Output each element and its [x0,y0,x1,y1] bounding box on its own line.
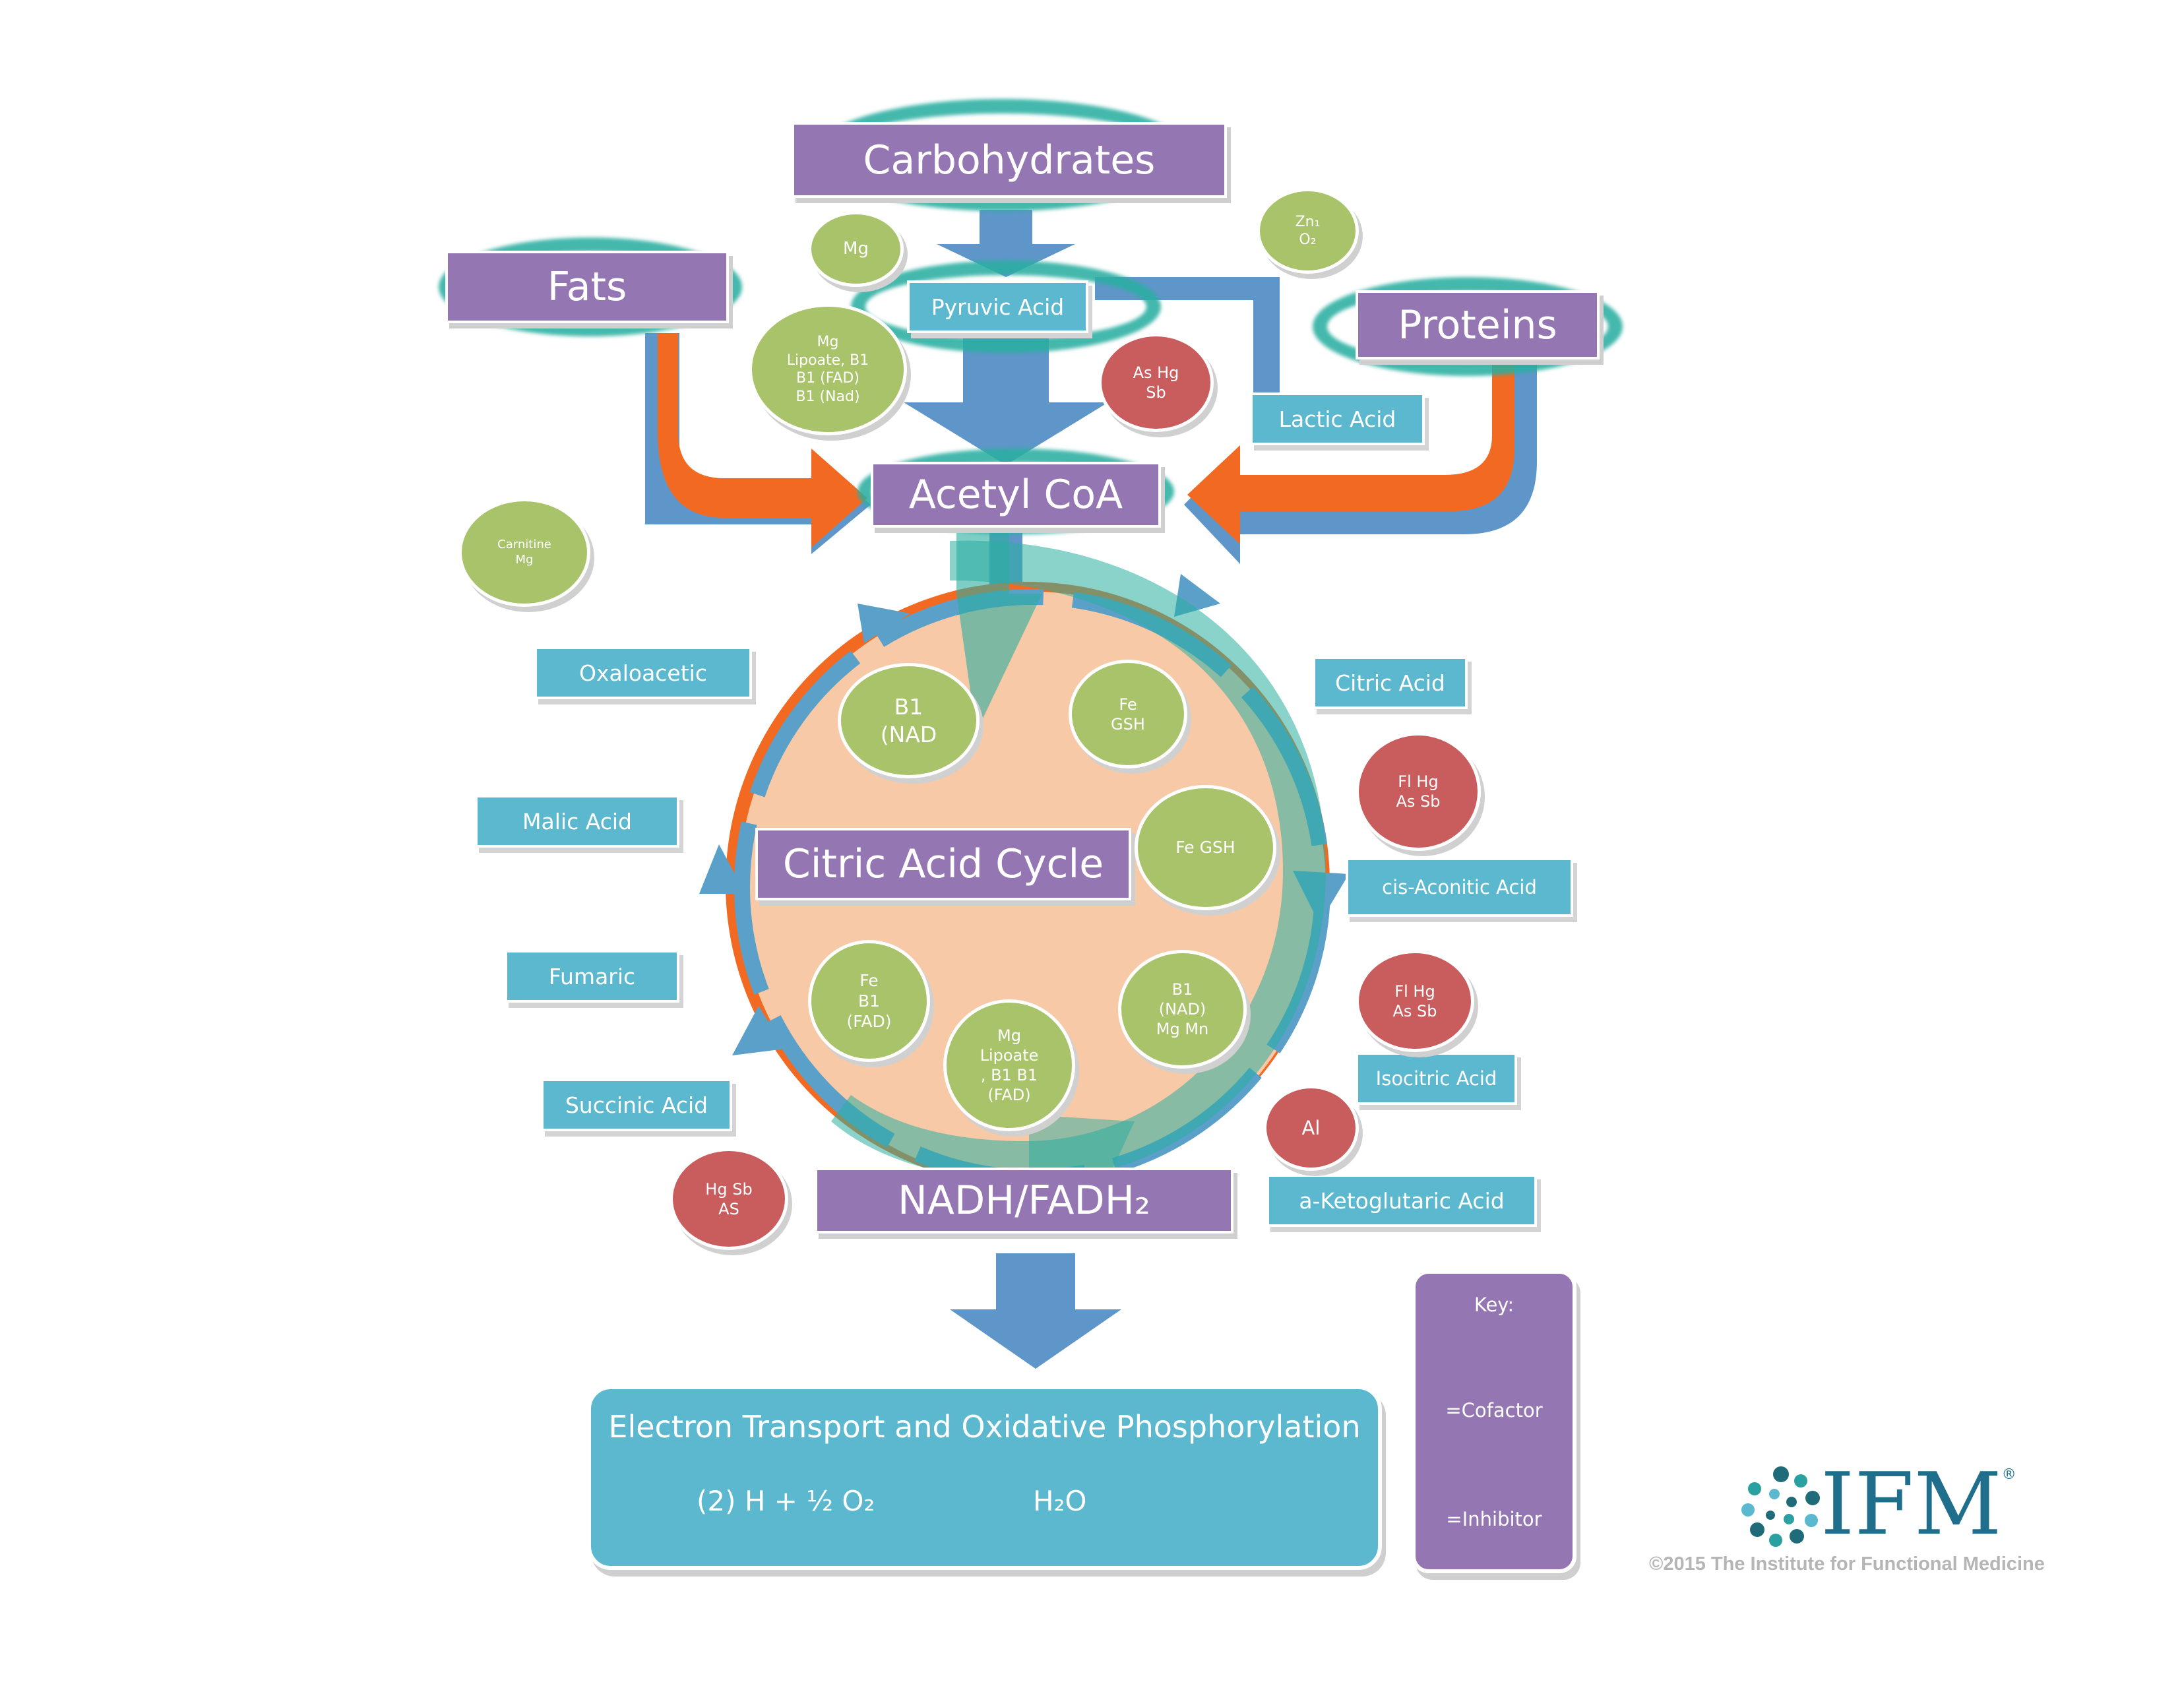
node-lactic-acid: Lactic Acid [1250,392,1425,445]
node-nadh-fadh2: NADH/FADH₂ [815,1168,1233,1234]
key-inhibitor: =Inhibitor [1446,1508,1542,1530]
arrow-carbs-to-pyruvic [937,210,1075,277]
node-acetyl-coa: Acetyl CoA [871,462,1161,528]
cofactor-b1-nad-mg-mn: B1 (NAD) Mg Mn [1118,950,1247,1069]
node-isocitric-acid: Isocitric Acid [1356,1052,1517,1105]
cofactor-zn-o2: Zn₁ O₂ [1257,188,1359,274]
ifm-logo-icon [1741,1466,1820,1547]
electron-transport-box: Electron Transport and Oxidative Phospho… [587,1385,1382,1570]
cycle-arrow-head-top [858,604,910,643]
node-cis-aconitic-acid: cis-Aconitic Acid [1346,858,1573,917]
inhibitor-fl-hg-as-sb-2: Fl Hg As Sb [1356,950,1474,1052]
cofactor-fe-gsh-2: Fe GSH [1135,785,1276,910]
node-succinic-acid: Succinic Acid [541,1078,732,1131]
inhibitor-al: Al [1263,1085,1359,1171]
node-fumaric: Fumaric [505,950,679,1003]
cycle-teal-entry-arrow [956,521,1042,732]
arrow-fats-orange [658,333,867,547]
inhibitor-fl-hg-as-sb-1: Fl Hg As Sb [1356,732,1481,851]
cycle-arrow-head-left [699,844,745,894]
ifm-logo-registered: ® [2001,1466,2016,1483]
node-fats: Fats [445,251,729,323]
ifm-logo-text: IFM [1821,1454,2002,1554]
node-a-ketoglutaric-acid: a-Ketoglutaric Acid [1266,1174,1537,1227]
key-cofactor: =Cofactor [1445,1399,1543,1422]
node-citric-acid-cycle: Citric Acid Cycle [755,828,1131,900]
cofactor-mg-lipoate-b1-fad: Mg Lipoate , B1 B1 (FAD) [943,999,1075,1131]
inhibitor-as-hg-sb: As Hg Sb [1098,333,1214,432]
cofactor-fe-gsh-1: Fe GSH [1069,660,1187,768]
cycle-arrow-head-bottomleft [732,1006,785,1055]
arrow-nadh-to-etc [950,1253,1121,1369]
node-citric-acid: Citric Acid [1313,656,1468,709]
cofactor-mg-lipoate-b1: Mg Lipoate, B1 B1 (FAD) B1 (Nad) [749,303,907,435]
key-title: Key: [1474,1294,1514,1316]
node-proteins: Proteins [1356,290,1600,359]
cofactor-carnitine-mg: Carnitine Mg [458,498,590,607]
node-pyruvic-acid: Pyruvic Acid [907,280,1088,333]
cofactor-mg-top: Mg [808,211,904,287]
electron-transport-equation-right: H₂O [1033,1485,1087,1517]
key-box: Key: =Cofactor =Inhibitor [1412,1270,1576,1573]
ifm-logo: IFM ® [1821,1454,2016,1553]
cycle-teal-swoosh [831,540,1326,1181]
inhibitor-hg-sb-as: Hg Sb AS [670,1148,788,1250]
cofactor-b1-nad: B1 (NAD [838,663,980,778]
arrow-proteins-blue [1184,356,1537,564]
cofactor-fe-b1-fad: Fe B1 (FAD) [808,940,930,1062]
electron-transport-title: Electron Transport and Oxidative Phospho… [608,1409,1361,1445]
arrow-proteins-orange [1187,356,1514,544]
arrow-pyruvic-to-acetyl [904,333,1108,465]
electron-transport-equation-left: (2) H + ½ O₂ [697,1485,875,1517]
node-carbohydrates: Carbohydrates [792,122,1227,198]
node-oxaloacetic: Oxaloacetic [534,646,752,699]
copyright-text: ©2015 The Institute for Functional Medic… [1649,1553,2045,1575]
node-malic-acid: Malic Acid [475,795,679,848]
